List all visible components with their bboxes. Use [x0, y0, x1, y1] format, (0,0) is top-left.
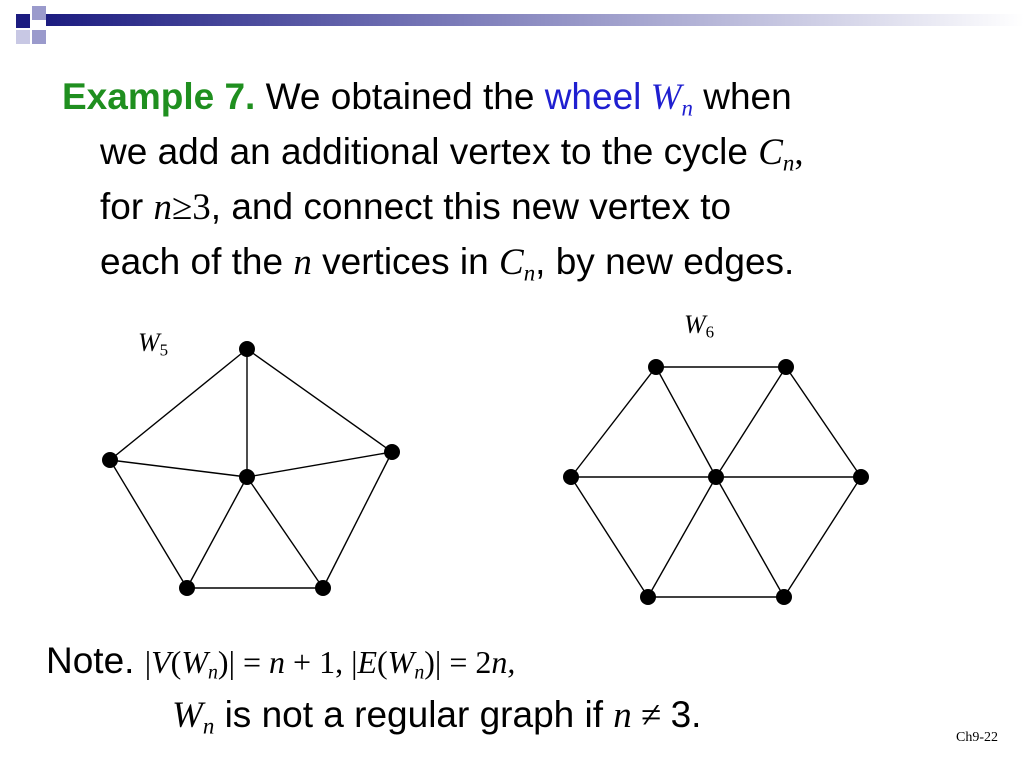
abs-eq: | = 2 [434, 644, 492, 680]
vertex [640, 589, 656, 605]
spoke [715, 476, 785, 598]
text: We obtained the [265, 76, 535, 117]
w5-label: W5 [138, 328, 169, 360]
vertex [853, 469, 869, 485]
hub-vertex [239, 469, 255, 485]
e-symbol: E [357, 644, 378, 680]
n-symbol: n [613, 695, 632, 736]
w-subscript: n [414, 661, 425, 684]
vertex [239, 341, 255, 357]
text: for [100, 186, 144, 227]
graph-w5 [109, 348, 393, 589]
n-symbol: n, [491, 644, 516, 680]
w-subscript: n [207, 661, 218, 684]
w6-label: W6 [684, 310, 715, 342]
cycle-symbol: C [758, 132, 783, 173]
paragraph-line-2: we add an additional vertex to the cycle… [62, 125, 982, 180]
paren: ) [217, 644, 229, 680]
spoke [715, 366, 787, 478]
deco-square-pale [16, 30, 30, 44]
w-subscript: n [202, 713, 215, 739]
vertex [315, 580, 331, 596]
n-symbol: n [269, 644, 286, 680]
cycle-symbol: C [499, 242, 524, 283]
abs-eq: | = [228, 644, 262, 680]
edge [322, 451, 393, 589]
vertex [102, 452, 118, 468]
geq-three: ≥3 [171, 187, 211, 228]
spoke [186, 476, 248, 589]
paragraph-line-1: Example 7. We obtained the wheel Wn when [62, 70, 982, 125]
note-line-2: Wn is not a regular graph if n ≠ 3. [172, 694, 701, 737]
n-symbol: n [293, 242, 312, 283]
edge [570, 476, 649, 598]
deco-square-light-2 [32, 30, 46, 44]
text: when [703, 76, 792, 117]
n-symbol: n [153, 187, 172, 228]
example-label: Example 7. [62, 76, 256, 117]
abs-bar: | [144, 644, 152, 680]
vertex [648, 359, 664, 375]
spoke [655, 366, 717, 478]
vertex [563, 469, 579, 485]
w-symbol: W [181, 644, 208, 680]
wheel-term: wheel [544, 76, 642, 117]
text: , by new edges. [535, 241, 795, 282]
text: each of the [100, 241, 284, 282]
w-symbol: W [172, 695, 203, 736]
cycle-subscript: n [523, 260, 536, 286]
plus-one: + 1, | [285, 644, 358, 680]
edge [109, 459, 188, 589]
text: we add an additional vertex to the cycle [100, 131, 748, 172]
graph-w6-vertices [563, 359, 869, 605]
vertex [778, 359, 794, 375]
w5-label-base: W [138, 328, 160, 357]
note-text: is not a regular graph if [214, 694, 614, 735]
paren: ( [377, 644, 388, 680]
w6-label-sub: 6 [705, 322, 715, 342]
w6-label-base: W [684, 310, 706, 339]
v-symbol: V [151, 644, 171, 680]
edge [785, 366, 862, 478]
example-paragraph: Example 7. We obtained the wheel Wn when… [62, 70, 982, 290]
note-line-1: Note. |V(Wn)| = n + 1, |E(Wn)| = 2n, [46, 640, 515, 682]
deco-square-dark [16, 14, 30, 28]
paragraph-line-3: for n≥3, and connect this new vertex to [62, 180, 982, 235]
wheel-subscript: n [681, 95, 693, 121]
cycle-subscript: n [782, 150, 795, 176]
graph-w5-vertices [102, 341, 400, 596]
spoke [246, 451, 393, 478]
edge [246, 348, 393, 453]
edge [783, 476, 862, 598]
neq-symbol: ≠ [631, 695, 671, 736]
paragraph-line-4: each of the n vertices in Cn, by new edg… [62, 235, 982, 290]
edge [570, 366, 657, 478]
edge [109, 348, 248, 461]
three: 3. [670, 694, 702, 735]
vertex [776, 589, 792, 605]
w5-label-sub: 5 [159, 340, 169, 360]
paren: ( [170, 644, 182, 680]
note-label: Note. [46, 640, 135, 681]
comma: , [794, 132, 804, 173]
spoke [647, 476, 717, 598]
vertex [179, 580, 195, 596]
vertex [384, 444, 400, 460]
graph-w6 [570, 366, 862, 598]
wheel-symbol: W [650, 77, 682, 118]
spoke [246, 476, 324, 589]
text: , and connect this new vertex to [210, 186, 732, 227]
header-gradient-bar [46, 14, 1024, 26]
paren: ) [424, 644, 435, 680]
slide-number: Ch9-22 [956, 730, 998, 745]
hub-vertex [708, 469, 724, 485]
deco-square-light [32, 6, 46, 20]
w-symbol: W [387, 644, 415, 680]
spoke [109, 459, 248, 478]
text: vertices in [322, 241, 489, 282]
